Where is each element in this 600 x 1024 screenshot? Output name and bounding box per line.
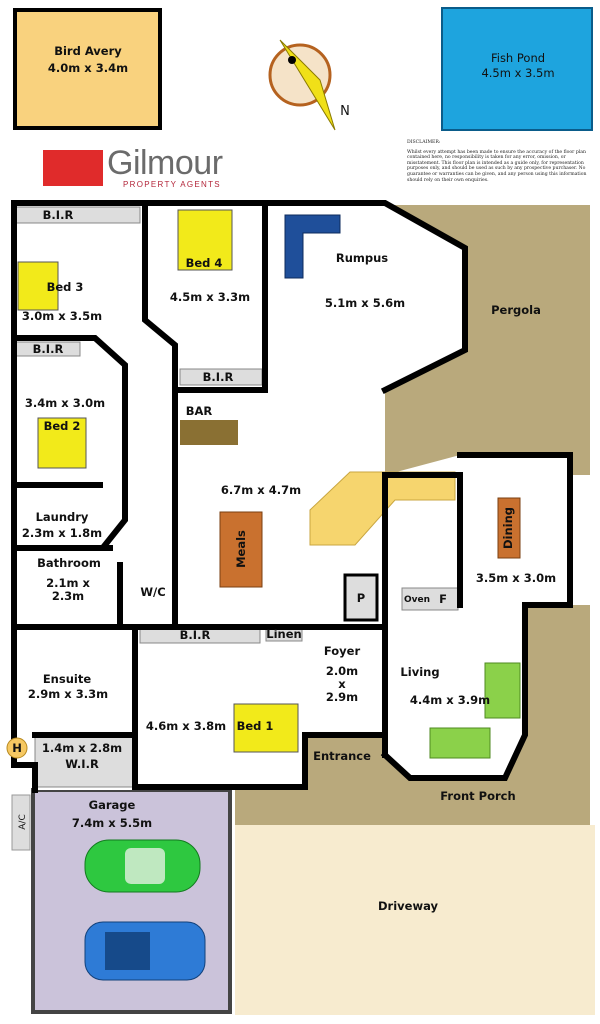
disclaimer-text: Whilst every attempt has been made to en…	[407, 149, 587, 183]
label-living: Living	[400, 665, 439, 679]
living-sofa-1	[484, 662, 521, 719]
label-entrance: Entrance	[313, 749, 371, 763]
room-label: F	[439, 592, 447, 606]
room-label: 2.9m x 3.3m	[28, 687, 108, 701]
bed-2	[37, 417, 87, 469]
bed-1	[233, 703, 299, 753]
room-label: 3.0m x 3.5m	[22, 309, 102, 323]
label-bar: BAR	[186, 404, 213, 418]
room-label: 4.5m x 3.3m	[170, 290, 250, 304]
label-bed2: Bed 2	[44, 419, 81, 433]
room-label: H	[12, 741, 22, 755]
room-label: B.I.R	[33, 342, 64, 356]
room-label: Linen	[266, 627, 301, 641]
label-pergola: Pergola	[491, 303, 541, 317]
driveway-area	[235, 825, 595, 1015]
room-label: 3.4m x 3.0m	[25, 396, 105, 410]
logo-tagline: PROPERTY AGENTS	[123, 180, 221, 189]
room-label: B.I.R	[203, 370, 234, 384]
label-front-porch: Front Porch	[440, 789, 515, 803]
label-ac: A/C	[18, 814, 28, 829]
label-laundry: Laundry	[36, 510, 89, 524]
room-label: 2.0m	[326, 664, 358, 678]
hot-water-icon: H	[6, 737, 28, 759]
label-garage: Garage	[89, 798, 136, 812]
room-label: 1.4m x 2.8m	[42, 741, 122, 755]
bar-counter	[180, 420, 238, 445]
car-blue-icon	[84, 921, 206, 981]
logo-red-block	[43, 150, 103, 186]
room-label: 2.3m x 1.8m	[22, 526, 102, 540]
room-label: Bird Avery	[54, 44, 122, 58]
room-label: 4.4m x 3.9m	[410, 693, 490, 707]
room-label: Oven	[404, 595, 430, 605]
room-label: 5.1m x 5.6m	[325, 296, 405, 310]
room-label: 2.9m	[326, 690, 358, 704]
label-bir-top: B.I.R	[43, 208, 74, 222]
room-label: 4.6m x 3.8m	[146, 719, 226, 733]
label-bed3: Bed 3	[47, 280, 84, 294]
label-wc: W/C	[140, 585, 165, 599]
disclaimer: DISCLAIMER: Whilst every attempt has bee…	[407, 140, 595, 183]
room-label: 7.4m x 5.5m	[72, 816, 152, 830]
bed-3	[17, 261, 59, 311]
room-label: N	[340, 104, 350, 119]
living-sofa-2	[429, 727, 491, 759]
label-meals: Meals	[234, 530, 248, 568]
label-bathroom: Bathroom	[37, 556, 101, 570]
label-rumpus: Rumpus	[336, 251, 388, 265]
logo-name: Gilmour	[107, 144, 223, 182]
label-wir: W.I.R	[65, 757, 99, 771]
bed-4	[177, 209, 233, 271]
sofa-icon	[284, 214, 341, 279]
dining-table	[497, 497, 521, 559]
car-green-icon	[84, 839, 201, 893]
room-label: Fish Pond	[491, 51, 545, 65]
label-family: 6.7m x 4.7m	[221, 483, 301, 497]
label-driveway: Driveway	[378, 899, 438, 913]
room-label: 3.5m x 3.0m	[476, 571, 556, 585]
walls	[11, 200, 573, 793]
room-label: 4.5m x 3.5m	[481, 66, 554, 80]
label-foyer: Foyer	[324, 644, 361, 658]
room-label: x	[338, 677, 346, 691]
label-bed4: Bed 4	[186, 256, 223, 270]
label-dining: Dining	[501, 507, 515, 549]
disclaimer-title: DISCLAIMER:	[407, 140, 441, 145]
room-label: 4.0m x 3.4m	[48, 61, 128, 75]
room-label: B.I.R	[180, 628, 211, 642]
fish-pond: Fish Pond 4.5m x 3.5m	[441, 7, 593, 131]
label-pantry: P	[357, 591, 365, 605]
room-label: 2.1m x	[46, 576, 90, 590]
label-ensuite: Ensuite	[43, 672, 92, 686]
bir-top	[15, 206, 141, 224]
compass-icon: N	[268, 39, 350, 131]
room-label: 2.3m	[52, 589, 84, 603]
pantry	[343, 573, 379, 622]
bird-avery: Bird Avery 4.0m x 3.4m	[13, 8, 162, 130]
meals-table	[219, 511, 263, 588]
ac-unit	[11, 794, 31, 851]
label-bed1: Bed 1	[237, 719, 274, 733]
